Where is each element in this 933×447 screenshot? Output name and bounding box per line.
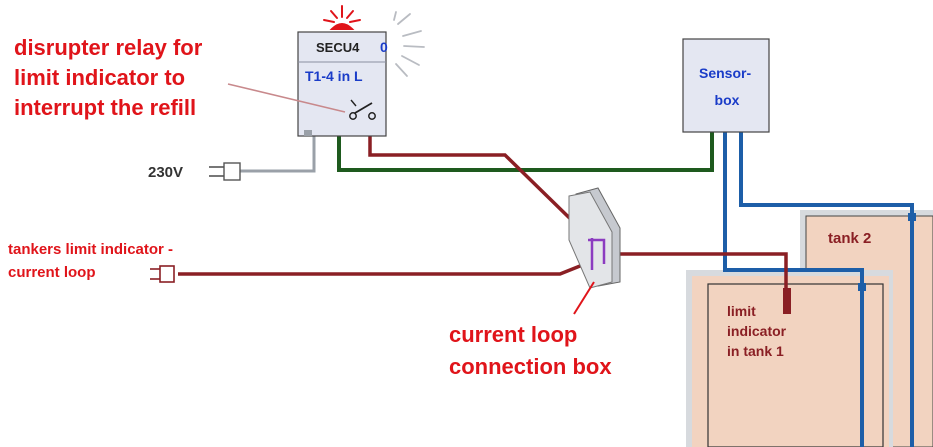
limit-indicator-line-1: limit [727, 303, 756, 319]
power-label: 230V [148, 164, 183, 181]
sensor-box-housing [682, 38, 770, 133]
loop-plug-body [159, 265, 175, 283]
box-pointer-line [573, 281, 595, 315]
secu4-mode: T1-4 in L [305, 68, 363, 84]
loop-wire-plug [178, 252, 611, 276]
alarm-lamp-icon [323, 5, 361, 30]
limit-indicator-line-3: in tank 1 [727, 343, 784, 359]
blue-sensor-wires [723, 132, 916, 447]
tank-2-label: tank 2 [828, 230, 871, 247]
connection-box-terminals [588, 238, 606, 270]
power-plug [209, 132, 316, 181]
loop-annotation-line-1: tankers limit indicator - [8, 241, 173, 258]
relay-switch-icon [349, 99, 376, 120]
relay-annotation: disrupter relay for limit indicator to i… [14, 35, 208, 120]
blue-sensor-end-1 [858, 283, 866, 291]
power-plug-body [223, 162, 241, 181]
secu4-indicator: 0 [380, 39, 388, 55]
blue-sensor-end-2 [908, 213, 916, 221]
box-annotation-line-1: current loop [449, 322, 577, 347]
limit-indicator-line-2: indicator [727, 323, 787, 339]
secu4-device: SECU4 0 T1-4 in L [297, 31, 388, 137]
sensor-box-line-2: box [715, 92, 740, 108]
sensor-box-line-1: Sensor- [699, 65, 751, 81]
limit-indicator-probe [783, 288, 791, 314]
relay-annotation-line-3: interrupt the refill [14, 95, 196, 120]
blue-wire-tank-2 [739, 132, 914, 447]
loop-wire-relay [368, 122, 592, 240]
connection-box [568, 187, 621, 289]
secu4-title: SECU4 [316, 40, 360, 55]
loop-annotation-line-2: current loop [8, 264, 96, 281]
secu4-terminal-power [304, 130, 312, 136]
limit-indicator-label: limit indicator in tank 1 [727, 303, 790, 359]
loop-annotation: tankers limit indicator - current loop [8, 241, 177, 281]
flash-rays-icon [393, 11, 425, 77]
power-cable [238, 132, 316, 173]
relay-annotation-line-2: limit indicator to [14, 65, 185, 90]
box-annotation: current loop connection box [449, 322, 612, 379]
tank-1-inner-wall [707, 283, 884, 447]
relay-annotation-line-1: disrupter relay for [14, 35, 203, 60]
relay-pointer-line [227, 83, 346, 113]
green-wire [337, 130, 714, 172]
sensor-box-label: Sensor- box [699, 65, 755, 108]
sensor-box: Sensor- box [682, 38, 770, 133]
box-annotation-line-2: connection box [449, 354, 612, 379]
blue-wire-tank-1 [723, 132, 864, 447]
